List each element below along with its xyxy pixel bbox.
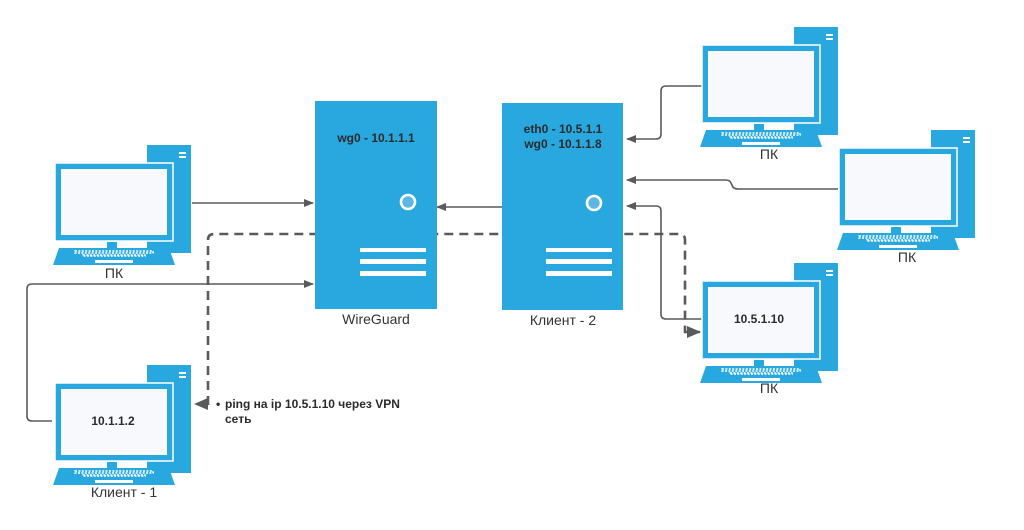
server-wireguard-label: WireGuard bbox=[342, 311, 410, 327]
server-client2-interface-eth0: eth0 - 10.5.1.1 bbox=[524, 122, 603, 136]
vent-line-icon bbox=[360, 259, 426, 264]
server-client2-label: Клиент - 2 bbox=[530, 312, 597, 328]
desktop-computer-icon bbox=[836, 129, 976, 251]
computer-pc-left[interactable]: ПК bbox=[52, 144, 192, 281]
server-wireguard[interactable]: wg0 - 10.1.1.1 WireGuard bbox=[315, 101, 437, 327]
annotation-bullet: • bbox=[216, 397, 220, 411]
computer-label: ПК bbox=[105, 265, 124, 281]
ping-annotation: • ping на ip 10.5.1.10 через VPN сеть bbox=[216, 397, 400, 426]
computer-screen-ip: 10.1.1.2 bbox=[91, 414, 135, 428]
vent-line-icon bbox=[360, 248, 426, 252]
desktop-computer-icon bbox=[699, 26, 839, 148]
computer-pc-target[interactable]: 10.5.1.10 ПК bbox=[699, 262, 839, 396]
computer-screen-ip: 10.5.1.10 bbox=[734, 312, 784, 326]
server-client2[interactable]: eth0 - 10.5.1.1 wg0 - 10.1.1.8 Клиент - … bbox=[502, 103, 623, 328]
computer-pc-mid-right[interactable]: ПК bbox=[836, 129, 976, 265]
computer-label: Клиент - 1 bbox=[91, 484, 158, 500]
power-indicator-icon bbox=[399, 193, 417, 211]
vpn-ping-path bbox=[206, 232, 701, 405]
link-pc-mid-right-to-client2 bbox=[626, 176, 838, 190]
server-wireguard-interface: wg0 - 10.1.1.1 bbox=[336, 131, 415, 145]
server-client2-interface-wg0: wg0 - 10.1.1.8 bbox=[523, 137, 602, 151]
computer-label: ПК bbox=[760, 380, 779, 396]
computer-label: ПК bbox=[898, 249, 917, 265]
connectors bbox=[26, 85, 838, 422]
computer-pc-top-right[interactable]: ПК bbox=[699, 26, 839, 162]
annotation-line-1: ping на ip 10.5.1.10 через VPN bbox=[225, 397, 400, 411]
vent-line-icon bbox=[360, 271, 426, 276]
annotation-line-2: сеть bbox=[225, 412, 251, 426]
vent-line-icon bbox=[546, 271, 612, 276]
link-pc-target-to-client2 bbox=[626, 202, 702, 320]
computer-label: ПК bbox=[760, 146, 779, 162]
computer-client1[interactable]: 10.1.1.2 Клиент - 1 bbox=[52, 364, 192, 500]
desktop-computer-icon bbox=[52, 144, 192, 266]
vent-line-icon bbox=[546, 248, 612, 252]
vent-line-icon bbox=[546, 259, 612, 264]
power-indicator-icon bbox=[585, 194, 603, 212]
vpn-ping-arrowhead-client1 bbox=[194, 398, 208, 410]
link-pc-top-right-to-client2 bbox=[626, 85, 702, 143]
link-client1-to-wireguard bbox=[26, 280, 314, 422]
